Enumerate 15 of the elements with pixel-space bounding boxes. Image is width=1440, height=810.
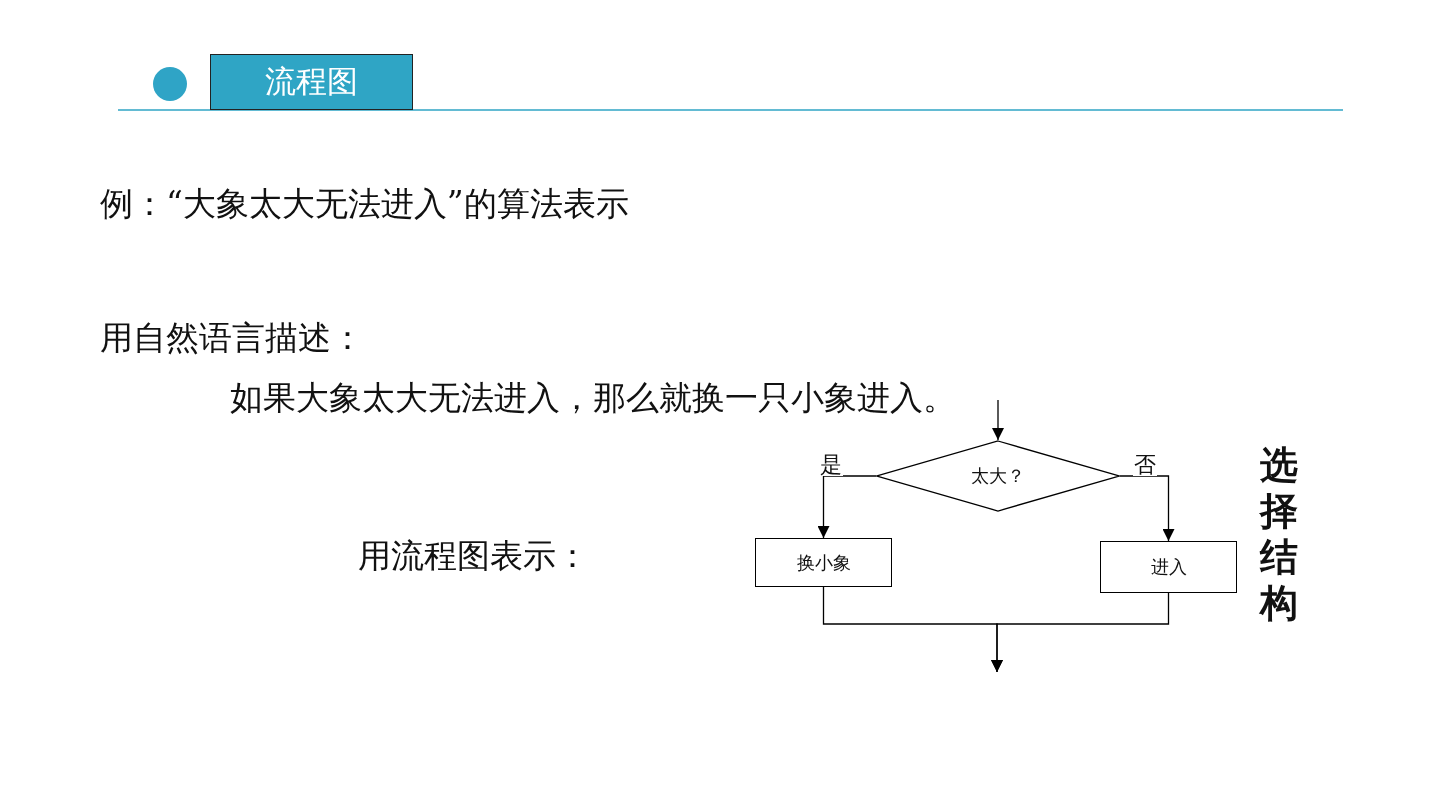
arrow [817, 475, 877, 539]
structure-label: 选择结构 [1260, 442, 1299, 626]
process-box: 进入 [1100, 541, 1237, 593]
decision-diamond: 太大？ [876, 440, 1120, 512]
edge-label: 否 [1132, 454, 1157, 476]
arrow [992, 399, 1004, 441]
arrow [991, 592, 1170, 673]
arrow [1119, 475, 1175, 542]
description-text: 如果大象太大无法进入，那么就换一只小象进入。 [230, 378, 956, 418]
description-heading: 用自然语言描述： [100, 318, 364, 358]
edge-label: 是 [818, 454, 843, 476]
example-heading: 例：“大象太大无法进入”的算法表示 [100, 184, 629, 224]
flowchart-heading: 用流程图表示： [358, 536, 589, 576]
heading-tab: 流程图 [210, 54, 413, 110]
process-box: 换小象 [755, 538, 892, 587]
